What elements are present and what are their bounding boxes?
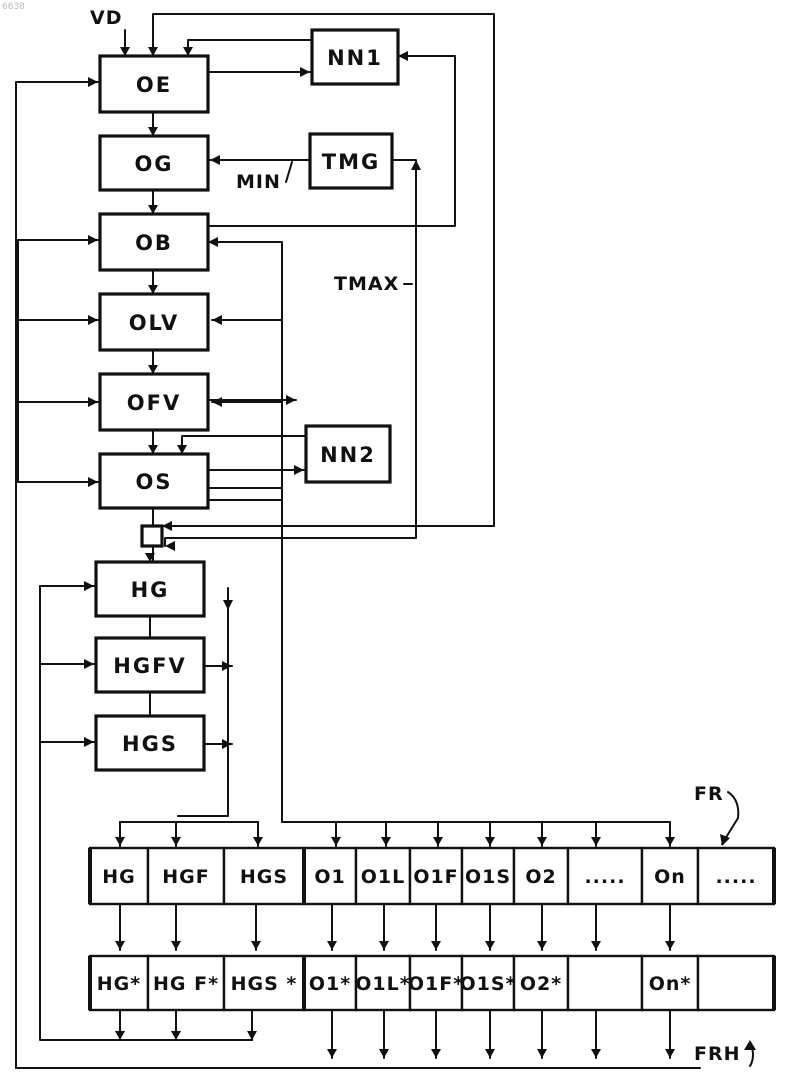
- fr-cell-label: On: [654, 866, 686, 888]
- block-nn1-label: NN1: [327, 46, 383, 70]
- block-oe-label: OE: [136, 73, 172, 97]
- block-og-label: OG: [134, 152, 173, 176]
- signal-tmax: TMAX: [334, 273, 399, 295]
- frh-cell-label: HG*: [97, 973, 141, 995]
- fr-cell-label: O1S: [465, 866, 511, 888]
- frh-cell-label: O1S*: [460, 973, 517, 995]
- block-ofv: OFV: [100, 374, 208, 430]
- signal-min: MIN: [236, 171, 281, 193]
- block-ob: OB: [100, 214, 208, 270]
- fr-cell-label: .....: [584, 866, 625, 888]
- block-hg: HG: [96, 562, 204, 616]
- frh-cell-label: HG F*: [153, 973, 219, 995]
- frh-cell-label: HGS *: [231, 973, 298, 995]
- arrow-heads: [84, 47, 756, 1058]
- frh-cell-label: O1F*: [408, 973, 464, 995]
- frh-cell-label: O2*: [520, 973, 562, 995]
- label-fr: FR: [694, 783, 724, 805]
- frh-cell-label: O1*: [309, 973, 351, 995]
- block-tmg: TMG: [310, 134, 392, 188]
- block-oe: OE: [100, 56, 208, 112]
- frh-cell: [568, 956, 642, 1010]
- signal-vd: VD: [90, 7, 122, 29]
- block-os-label: OS: [136, 470, 173, 494]
- label-frh: FRH: [694, 1043, 741, 1065]
- fr-cell-label: .....: [715, 866, 756, 888]
- block-hg-label: HG: [131, 578, 170, 602]
- fr-cell-label: O1: [314, 866, 345, 888]
- fr-cell-label: O1F: [413, 866, 458, 888]
- block-hgs-label: HGS: [122, 732, 178, 756]
- block-hgfv-label: HGFV: [113, 654, 186, 678]
- register-fr: HG HGF HGS O1 O1L O1F O1S O2..... On.....: [90, 848, 774, 904]
- block-nn1: NN1: [312, 30, 398, 84]
- block-hgfv: HGFV: [96, 638, 204, 692]
- block-hgs: HGS: [96, 716, 204, 770]
- block-olv-label: OLV: [129, 311, 180, 335]
- fr-cell-label: HG: [102, 866, 136, 888]
- fr-cell-label: HGS: [240, 866, 288, 888]
- frh-cell-label: O1L*: [355, 973, 410, 995]
- register-frh: HG* HG F* HGS * O1*O1L*O1F*O1S*O2* On*: [90, 956, 774, 1010]
- block-nn2-label: NN2: [320, 443, 376, 467]
- junction-box: [142, 526, 162, 546]
- fr-cell-label: O2: [525, 866, 556, 888]
- block-olv: OLV: [100, 294, 208, 350]
- block-nn2: NN2: [306, 426, 390, 482]
- block-og: OG: [100, 136, 208, 190]
- block-os: OS: [100, 454, 208, 508]
- fr-cell-label: HGF: [162, 866, 209, 888]
- block-ob-label: OB: [135, 231, 173, 255]
- fr-cell-label: O1L: [361, 866, 405, 888]
- frh-cell-label: On*: [649, 973, 692, 995]
- block-ofv-label: OFV: [127, 391, 181, 415]
- block-tmg-label: TMG: [322, 150, 380, 174]
- frh-cell: [698, 956, 774, 1010]
- corner-id: 6638: [2, 2, 25, 12]
